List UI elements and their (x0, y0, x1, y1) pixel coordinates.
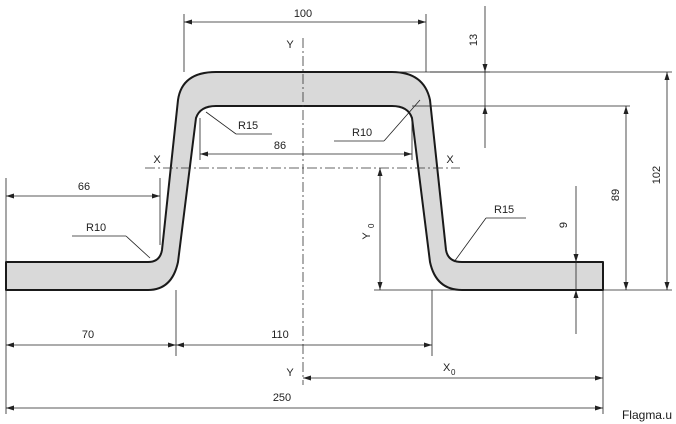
arrowhead (6, 405, 14, 411)
arrowhead (664, 282, 670, 290)
arrowhead (303, 375, 311, 381)
svg-text:0: 0 (451, 368, 456, 377)
hat-profile-shape (5, 71, 604, 291)
x-axis-label-right: X (446, 154, 454, 166)
y0-label: Y 0 (361, 223, 376, 240)
x-axis-label-left: X (153, 154, 161, 166)
arrowhead (404, 151, 412, 157)
arrowhead (377, 282, 383, 290)
arrowhead (623, 106, 629, 114)
y-axis-label-top: Y (286, 39, 294, 51)
leader-r10-bottom (125, 235, 151, 259)
radius-label-r15-top: R15 (238, 120, 258, 132)
arrowhead (176, 342, 184, 348)
svg-text:0: 0 (367, 223, 376, 228)
radius-label-r10-bottom: R10 (86, 222, 106, 234)
dim-label-250: 250 (273, 392, 291, 404)
leader-r10-top (383, 99, 421, 142)
dim-label-89: 89 (610, 189, 622, 201)
arrowhead (623, 282, 629, 290)
dim-label-13: 13 (468, 34, 480, 46)
arrowhead (573, 254, 579, 262)
dim-label-102: 102 (651, 166, 663, 184)
arrowhead (573, 290, 579, 298)
arrowhead (200, 151, 208, 157)
dim-label-110: 110 (271, 329, 289, 341)
radius-label-r10-top: R10 (352, 127, 372, 139)
radius-label-r15-bottom: R15 (494, 204, 514, 216)
arrowhead (184, 19, 192, 25)
arrowhead (6, 193, 14, 199)
dim-label-86: 86 (274, 140, 286, 152)
dim-label-66: 66 (78, 181, 90, 193)
arrowhead (595, 375, 603, 381)
dim-label-9: 9 (558, 222, 570, 228)
y-axis-label-bottom: Y (286, 367, 294, 379)
arrowhead (482, 106, 488, 114)
arrowhead (418, 19, 426, 25)
leader-r15-top (205, 111, 237, 135)
arrowhead (6, 342, 14, 348)
arrowhead (152, 193, 160, 199)
dim-label-70: 70 (82, 329, 94, 341)
arrowhead (168, 342, 176, 348)
svg-text:X: X (443, 362, 451, 374)
arrowhead (377, 168, 383, 176)
arrowhead (595, 405, 603, 411)
arrowhead (482, 64, 488, 72)
dim-label-100: 100 (294, 8, 312, 20)
watermark-text: Flagma.u (622, 408, 672, 422)
x0-label: X 0 (443, 362, 456, 377)
leader-r15-bottom (453, 217, 487, 263)
svg-text:Y: Y (361, 232, 373, 240)
arrowhead (664, 72, 670, 80)
arrowhead (424, 342, 432, 348)
